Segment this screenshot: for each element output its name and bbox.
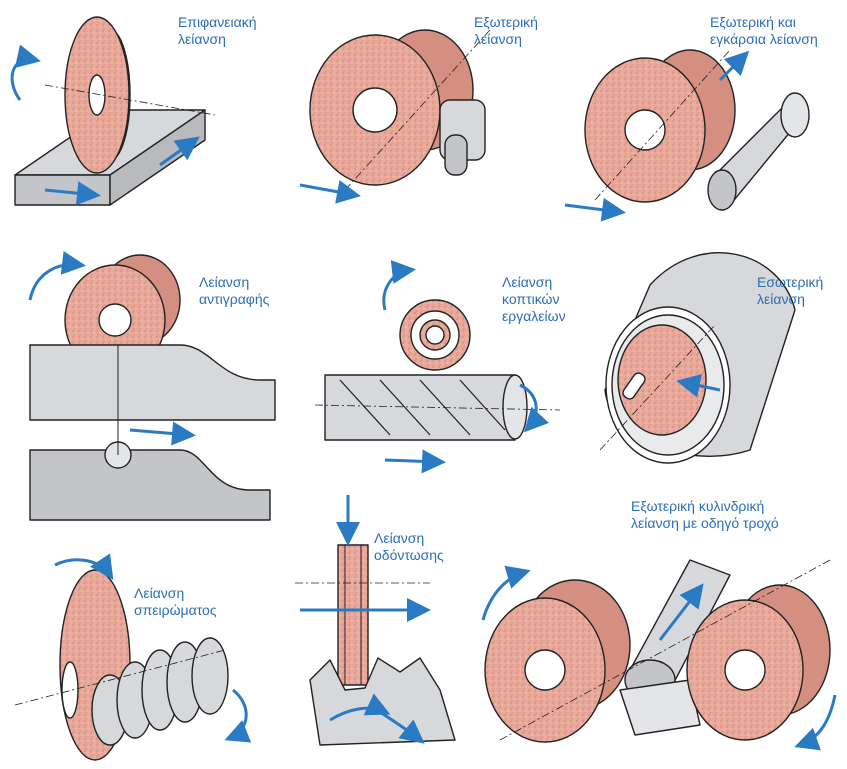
label-line: οδόντωσης [374, 547, 444, 564]
label-line: Επιφανειακή [178, 14, 257, 31]
label-line: κοπτικών [502, 291, 566, 308]
label-line: Εξωτερική και [710, 14, 818, 31]
label-line: εργαλείων [502, 308, 566, 325]
label-line: Εξωτερική κυλινδρική [631, 498, 779, 515]
label-line: Λείανση [374, 530, 444, 547]
external-grinding-figure [310, 30, 490, 190]
label-line: Λείανση [199, 274, 269, 291]
label-line: Εσωτερική [757, 274, 823, 291]
external-plunge-figure [585, 50, 809, 210]
label-line: λείανση με οδηγό τροχό [631, 515, 779, 532]
label-line: λείανση [178, 31, 257, 48]
label-centerless-grinding: Εξωτερική κυλινδρική λείανση με οδηγό τρ… [631, 498, 779, 532]
centerless-grinding-figure [485, 560, 830, 742]
label-tool-grinding: Λείανση κοπτικών εργαλείων [502, 274, 566, 325]
label-line: εγκάρσια λείανση [710, 31, 818, 48]
label-line: σπειρώματος [134, 602, 217, 619]
label-external-plunge-grinding: Εξωτερική και εγκάρσια λείανση [710, 14, 818, 48]
label-copy-grinding: Λείανση αντιγραφής [199, 274, 269, 308]
label-line: Λείανση [134, 585, 217, 602]
label-line: λείανση [757, 291, 823, 308]
label-line: Λείανση [502, 274, 566, 291]
label-gear-grinding: Λείανση οδόντωσης [374, 530, 444, 564]
label-line: λείανση [474, 31, 538, 48]
label-line: Εξωτερική [474, 14, 538, 31]
label-internal-grinding: Εσωτερική λείανση [757, 274, 823, 308]
label-line: αντιγραφής [199, 291, 269, 308]
gear-grinding-figure [295, 545, 455, 745]
label-surface-grinding: Επιφανειακή λείανση [178, 14, 257, 48]
label-external-grinding: Εξωτερική λείανση [474, 14, 538, 48]
label-thread-grinding: Λείανση σπειρώματος [134, 585, 217, 619]
